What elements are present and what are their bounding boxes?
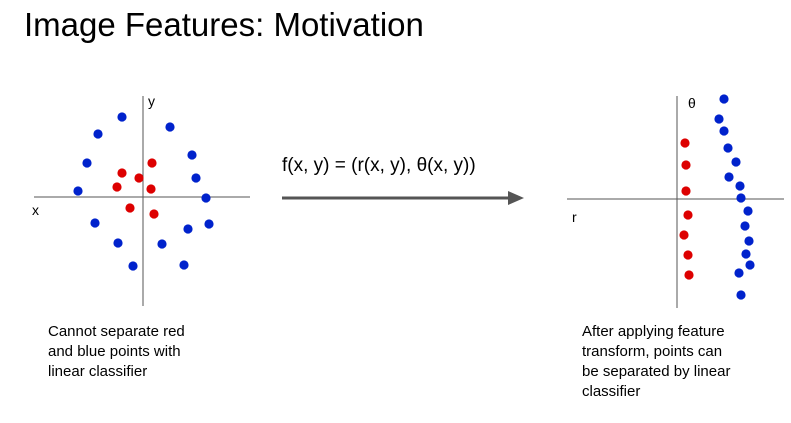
right-blue-point: [741, 249, 751, 259]
right-y-axis-label: θ: [688, 95, 696, 111]
left-red-point: [149, 209, 159, 219]
slide-title: Image Features: Motivation: [24, 6, 424, 43]
left-x-axis-label: x: [32, 202, 39, 218]
right-plot: r θ: [567, 94, 784, 308]
right-blue-point: [735, 181, 745, 191]
left-blue-point: [165, 122, 175, 132]
left-red-point: [125, 203, 135, 213]
left-red-point: [134, 173, 144, 183]
right-blue-point: [743, 206, 753, 216]
right-blue-point: [719, 94, 729, 104]
right-blue-point: [745, 260, 755, 270]
right-blue-point: [734, 268, 744, 278]
left-blue-point: [191, 173, 201, 183]
right-blue-point: [723, 143, 733, 153]
left-blue-point: [113, 238, 123, 248]
left-blue-point: [183, 224, 193, 234]
right-blue-point: [740, 221, 750, 231]
left-blue-point: [82, 158, 92, 168]
right-caption-line: classifier: [582, 383, 641, 400]
right-x-axis-label: r: [572, 209, 577, 225]
right-blue-point: [736, 193, 746, 203]
right-caption-line: transform, points can: [582, 343, 723, 360]
right-red-point: [679, 230, 689, 240]
left-caption: Cannot separate red and blue points with…: [48, 322, 248, 382]
right-blue-point: [719, 126, 729, 136]
right-blue-point: [731, 157, 741, 167]
left-blue-point: [90, 218, 100, 228]
right-caption-line: After applying feature: [582, 323, 725, 340]
right-red-point: [683, 210, 693, 220]
right-red-point: [683, 250, 693, 260]
right-blue-point: [736, 290, 746, 300]
left-red-point: [146, 184, 156, 194]
left-blue-point: [128, 261, 138, 271]
left-blue-point: [117, 112, 127, 122]
transform-formula: f(x, y) = (r(x, y), θ(x, y)): [282, 155, 476, 176]
left-blue-point: [73, 186, 83, 196]
left-blue-point: [93, 129, 103, 139]
left-blue-point: [157, 239, 167, 249]
left-caption-line: Cannot separate red: [48, 323, 185, 340]
right-caption: After applying feature transform, points…: [582, 322, 782, 402]
left-blue-point: [201, 193, 211, 203]
left-plot: x y: [32, 93, 250, 306]
transform: f(x, y) = (r(x, y), θ(x, y)): [282, 155, 524, 205]
right-red-point: [680, 138, 690, 148]
left-red-point: [112, 182, 122, 192]
left-caption-line: linear classifier: [48, 363, 148, 380]
right-blue-point: [724, 172, 734, 182]
right-red-point: [681, 186, 691, 196]
right-red-point: [681, 160, 691, 170]
left-blue-point: [187, 150, 197, 160]
left-blue-point: [179, 260, 189, 270]
right-points: [679, 94, 755, 300]
left-blue-point: [204, 219, 214, 229]
left-red-point: [117, 168, 127, 178]
transform-arrow-head: [508, 191, 524, 205]
right-caption-line: be separated by linear: [582, 363, 731, 380]
left-y-axis-label: y: [148, 93, 155, 109]
left-caption-line: and blue points with: [48, 343, 181, 360]
left-points: [73, 112, 214, 271]
right-blue-point: [744, 236, 754, 246]
right-red-point: [684, 270, 694, 280]
left-red-point: [147, 158, 157, 168]
right-blue-point: [714, 114, 724, 124]
